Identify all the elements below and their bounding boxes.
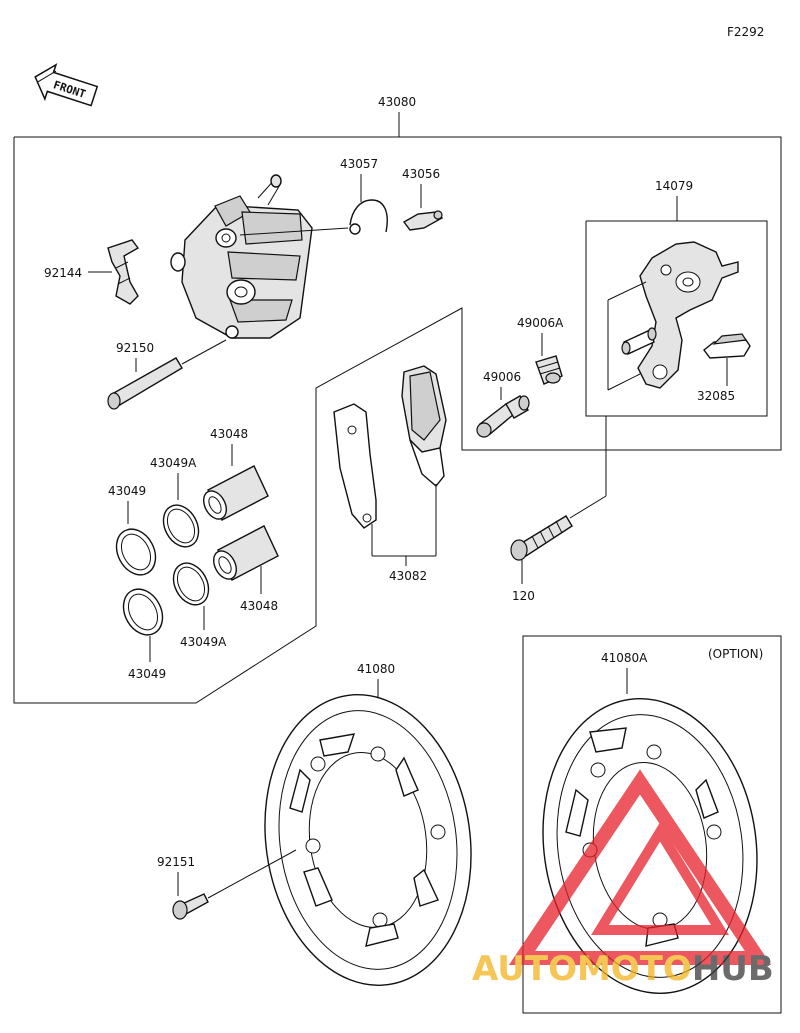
part-label-43049A-lower: 43049A <box>180 635 227 649</box>
part-32085: 32085 <box>697 333 751 403</box>
part-label-43082: 43082 <box>389 569 427 583</box>
part-label-92150: 92150 <box>116 341 154 355</box>
part-label-43056: 43056 <box>402 167 440 181</box>
part-43048-upper: 43048 <box>203 427 269 521</box>
part-label-49006: 49006 <box>483 370 521 384</box>
front-arrow-icon: FRONT <box>34 63 99 107</box>
caliper-assembly-frame: 43080 <box>13 95 782 704</box>
part-label-120: 120 <box>512 589 535 603</box>
logo-text: AUTOMOTOHUB <box>472 949 774 989</box>
bracket-frame: 14079 <box>585 179 768 417</box>
part-43049-lower: 43049 <box>122 588 166 681</box>
part-label-92144: 92144 <box>44 266 82 280</box>
part-92150: 92150 <box>107 339 227 410</box>
part-41080-brake-disc: 41080 <box>264 662 472 986</box>
part-label-43049-lower: 43049 <box>128 667 166 681</box>
part-label-32085: 32085 <box>697 389 735 403</box>
part-120-bolt: 120 <box>510 416 607 603</box>
part-label-41080A: 41080A <box>601 651 648 665</box>
part-43082-pads: 43082 <box>333 365 447 583</box>
option-label: (OPTION) <box>708 647 763 661</box>
part-label-49006A: 49006A <box>517 316 564 330</box>
part-43049A-lower: 43049A <box>172 562 227 649</box>
part-label-43080: 43080 <box>378 95 416 109</box>
part-label-14079: 14079 <box>655 179 693 193</box>
part-label-43048-upper: 43048 <box>210 427 248 441</box>
logo-text-part1: AUTOMOTO <box>472 949 692 989</box>
automotohub-logo: AUTOMOTOHUB <box>472 769 774 989</box>
option-frame: (OPTION) <box>522 635 782 1014</box>
part-label-43049A-upper: 43049A <box>150 456 197 470</box>
figure-code: F2292 <box>727 25 764 39</box>
part-49006A: 49006A <box>517 316 564 385</box>
part-label-92151: 92151 <box>157 855 195 869</box>
part-43048-lower: 43048 <box>213 525 279 613</box>
caliper-body <box>170 174 313 339</box>
logo-text-part2: HUB <box>692 949 774 989</box>
part-label-43049-upper: 43049 <box>108 484 146 498</box>
part-14079-bracket <box>607 241 739 391</box>
part-43049A-upper: 43049A <box>150 456 200 548</box>
part-label-43048-lower: 43048 <box>240 599 278 613</box>
part-43056: 43056 <box>402 167 444 231</box>
part-92144: 92144 <box>44 239 140 305</box>
part-92151-screw: 92151 <box>157 849 297 920</box>
part-49006: 49006 <box>476 370 530 438</box>
part-label-43057: 43057 <box>340 157 378 171</box>
part-43049-upper: 43049 <box>108 484 157 576</box>
part-label-41080: 41080 <box>357 662 395 676</box>
part-43057: 43057 <box>239 157 388 236</box>
